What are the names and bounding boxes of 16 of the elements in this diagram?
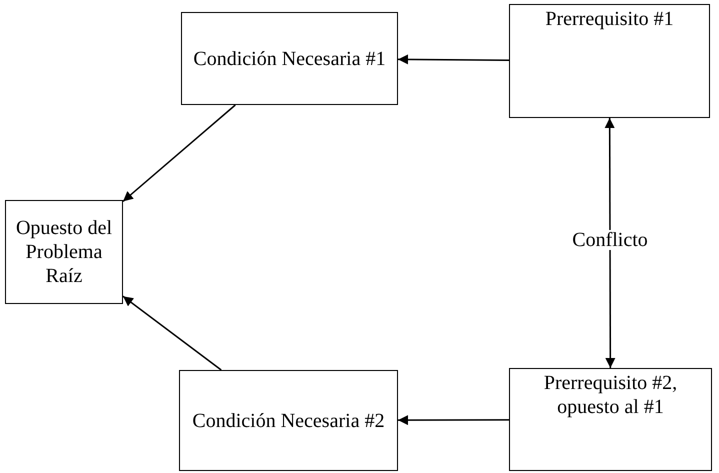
box-text: Prerrequisito #1 <box>544 7 675 31</box>
process-box <box>5 200 123 304</box>
box-text: Condición Necesaria #1 <box>192 46 387 70</box>
arrow <box>122 104 236 202</box>
edge-label: Conflicto <box>570 230 650 250</box>
box-text: Opuesto del Problema Raíz <box>14 216 114 288</box>
arrow <box>604 118 616 368</box>
process-box <box>179 370 398 471</box>
process-box <box>509 368 712 471</box>
arrow <box>122 296 222 371</box>
arrow <box>398 54 509 64</box>
process-box <box>509 4 710 118</box>
box-text: Prerrequisito #2, opuesto al #1 <box>542 371 678 419</box>
arrow <box>398 415 509 426</box>
box-text: Condición Necesaria #2 <box>191 408 386 432</box>
process-box <box>181 12 398 105</box>
